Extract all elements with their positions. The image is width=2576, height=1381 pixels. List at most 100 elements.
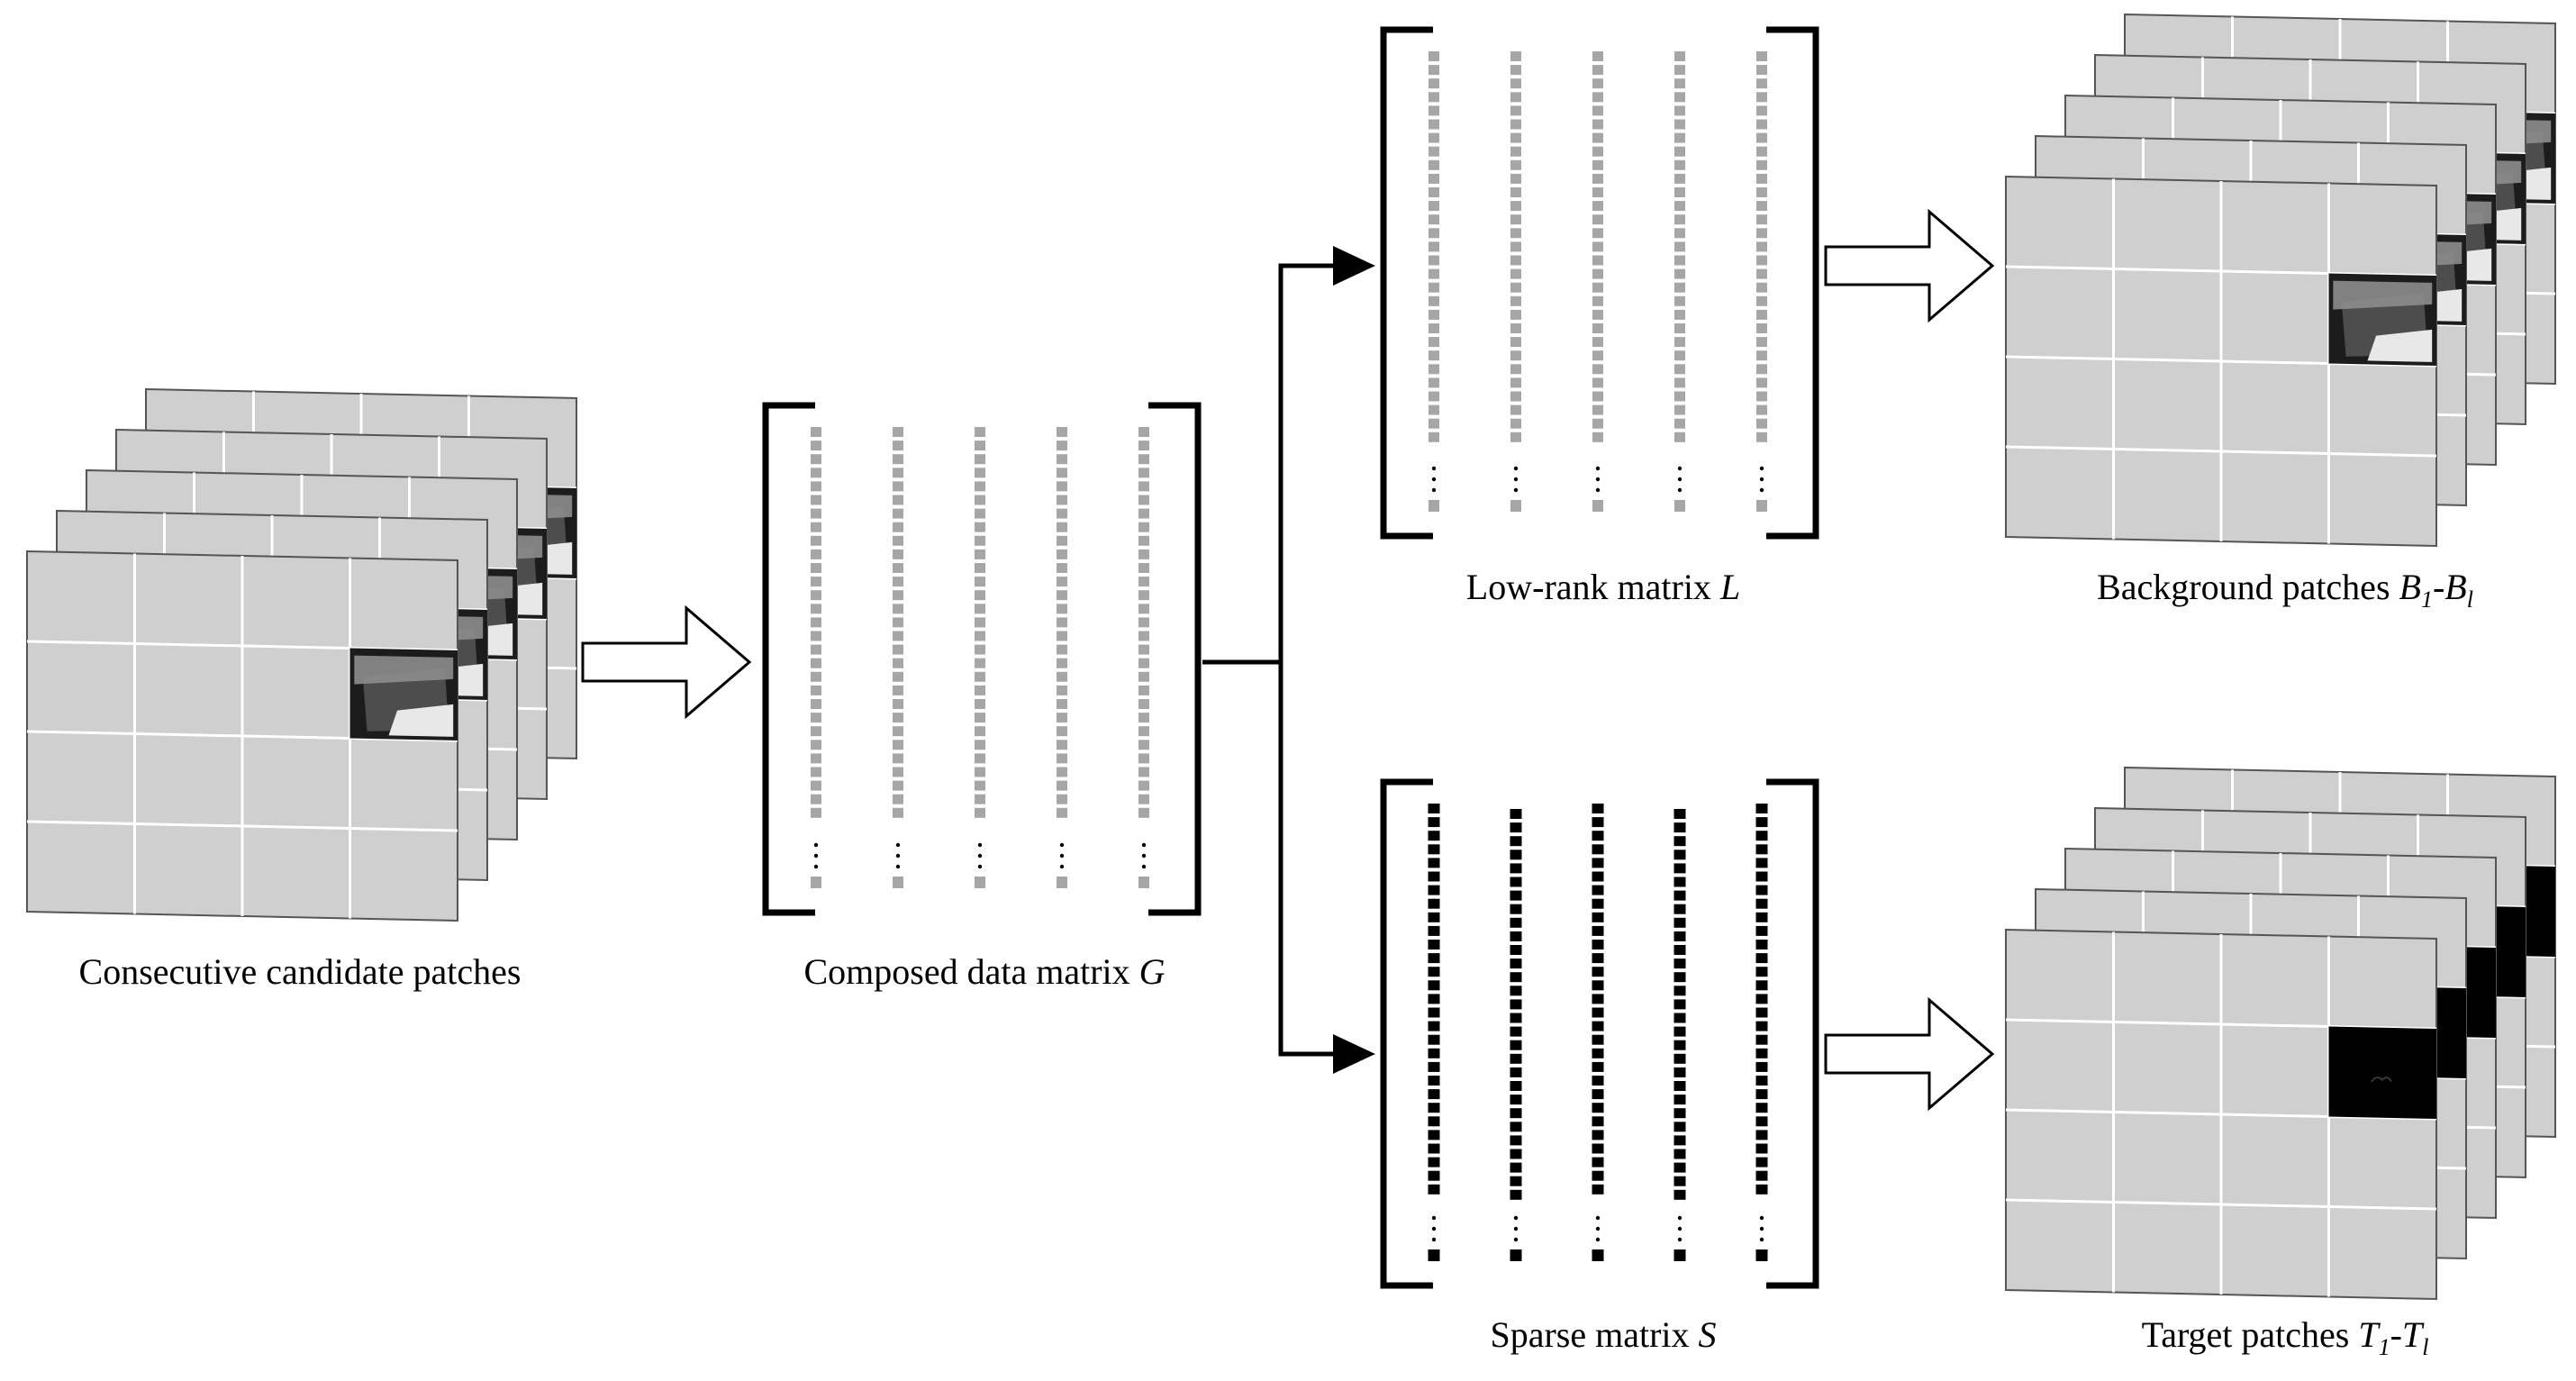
matrix-cell — [1428, 925, 1440, 936]
matrix-cell — [1428, 940, 1440, 949]
matrix-cell — [1756, 187, 1767, 197]
caption-candidates: Consecutive candidate patches — [79, 950, 522, 993]
matrix-ellipsis-dot — [1431, 487, 1437, 493]
matrix-cell — [1428, 844, 1440, 855]
matrix-ellipsis-dot — [895, 864, 901, 869]
matrix-cell — [811, 631, 821, 641]
matrix-cell — [1755, 940, 1768, 949]
matrix-cell — [1592, 119, 1603, 130]
matrix-cell — [1592, 173, 1603, 184]
caption-target-sub1: 1 — [2378, 1334, 2390, 1360]
patch-frame — [2005, 175, 2437, 548]
matrix-cell — [1429, 187, 1439, 197]
caption-background-prefix: Background patches — [2097, 567, 2390, 607]
matrix-cell — [1057, 753, 1067, 764]
matrix-cell — [1673, 809, 1686, 819]
arrowhead-up-branch — [1333, 246, 1375, 286]
matrix-cell — [1429, 92, 1439, 103]
matrix-cell — [1756, 500, 1767, 512]
matrix-cell — [1755, 994, 1768, 1004]
matrix-cell — [1428, 898, 1440, 909]
split-connector — [1202, 246, 1375, 1074]
matrix-cell — [1674, 432, 1685, 442]
matrix-cell — [1428, 885, 1440, 895]
matrix-cell — [975, 713, 985, 723]
matrix-cell — [1138, 644, 1149, 655]
matrix-cell — [811, 563, 821, 573]
matrix-cell — [1674, 404, 1685, 415]
matrix-cell — [1428, 804, 1440, 813]
matrix-cell — [1673, 1013, 1686, 1023]
matrix-right-bracket — [1766, 26, 1819, 540]
matrix-cell — [1592, 831, 1604, 841]
matrix-cell — [1592, 925, 1604, 936]
matrix-cell — [1592, 1116, 1604, 1127]
matrix-cell — [1429, 78, 1439, 89]
matrix-ellipsis-dot — [1059, 864, 1065, 869]
matrix-cell — [1756, 201, 1767, 212]
matrix-cell — [975, 535, 985, 546]
matrix-cell — [1592, 65, 1603, 76]
matrix-ellipsis-dot — [1431, 1215, 1437, 1221]
matrix-cell — [811, 481, 821, 492]
caption-candidates-text: Consecutive candidate patches — [78, 951, 522, 992]
matrix-cell — [1755, 967, 1768, 977]
matrix-cell — [1429, 173, 1439, 184]
hollow-arrow-shape — [581, 604, 752, 720]
matrix-cell — [1673, 1040, 1686, 1050]
matrix-cell — [1138, 549, 1149, 559]
matrix-cell — [975, 740, 985, 750]
matrix-cell — [1673, 1108, 1686, 1119]
matrix-cell — [1510, 201, 1521, 212]
matrix-cell — [1057, 685, 1067, 695]
matrix-cell — [1592, 214, 1603, 225]
matrix-ellipsis-dot — [1059, 842, 1065, 848]
matrix-column — [1673, 809, 1686, 1261]
matrix-column — [1756, 51, 1767, 512]
matrix-cell — [1510, 1081, 1522, 1091]
matrix-cell — [1755, 953, 1768, 964]
matrix-cell — [1755, 831, 1768, 841]
matrix-cell — [1510, 1040, 1522, 1050]
matrix-cell — [893, 468, 903, 478]
matrix-cell — [1429, 377, 1439, 388]
matrix-cell — [1428, 1184, 1440, 1195]
matrix-cell — [1510, 917, 1522, 928]
matrix-cell — [1674, 173, 1685, 184]
matrix-cell — [1756, 309, 1767, 320]
matrix-cell — [1592, 391, 1603, 402]
matrix-ellipsis-dot — [1759, 477, 1764, 482]
matrix-cell — [1138, 441, 1149, 451]
matrix-cell — [893, 495, 903, 505]
matrix-cell — [1592, 146, 1603, 157]
matrix-cell — [1428, 1249, 1440, 1261]
matrix-cell — [1755, 1249, 1768, 1261]
matrix-cell — [1510, 1122, 1522, 1132]
matrix-ellipsis-dot — [1595, 477, 1601, 482]
matrix-cell — [1510, 92, 1521, 103]
patch-frame — [26, 550, 458, 922]
matrix-cell — [1429, 364, 1439, 375]
matrix-cell — [893, 454, 903, 465]
matrix-cell — [1428, 953, 1440, 964]
matrix-cell — [975, 877, 985, 888]
matrix-cell — [1510, 904, 1522, 914]
matrix-cell — [1674, 350, 1685, 361]
matrix-cell — [1138, 699, 1149, 709]
caption-target-var1: T — [2358, 1314, 2379, 1355]
matrix-cell — [1674, 228, 1685, 239]
matrix-cell — [1592, 337, 1603, 348]
matrix-cell — [1428, 912, 1440, 922]
matrix-ellipsis-dot — [1677, 1237, 1683, 1242]
matrix-cell — [1592, 1157, 1604, 1167]
matrix-cell — [1673, 1249, 1686, 1261]
matrix-cell — [1592, 953, 1604, 964]
matrix-cell — [1592, 1048, 1604, 1058]
matrix-cell — [1510, 418, 1521, 429]
matrix-cell — [1510, 822, 1522, 833]
matrix-cell — [1674, 241, 1685, 252]
matrix-cell — [1592, 228, 1603, 239]
matrix-cell — [1674, 323, 1685, 333]
matrix-cell — [1592, 980, 1604, 991]
matrix-cell — [1510, 214, 1521, 225]
